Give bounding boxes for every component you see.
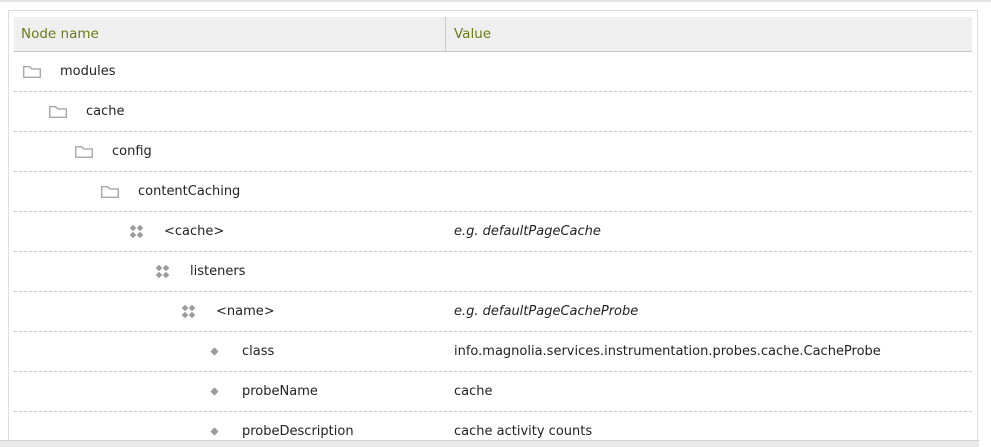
node-icon-slot (204, 427, 224, 436)
node-name-cell: class (14, 344, 446, 359)
node-icon-slot (48, 104, 68, 120)
column-header-node-name: Node name (14, 17, 446, 51)
column-header-value: Value (446, 17, 972, 51)
node-name: config (112, 144, 152, 159)
tree-row[interactable]: <cache> e.g. defaultPageCache (14, 212, 972, 252)
node-name: <cache> (164, 224, 225, 239)
indent (14, 111, 48, 112)
node-name-cell: probeName (14, 384, 446, 399)
tree-row[interactable]: modules (14, 52, 972, 92)
node-name-cell: contentCaching (14, 184, 446, 200)
column-header-node-name-label: Node name (21, 26, 99, 42)
node-name: modules (60, 64, 116, 79)
node-name: probeName (242, 384, 318, 399)
node-value: e.g. defaultPageCacheProbe (454, 304, 639, 319)
horizontal-scrollbar[interactable] (0, 440, 979, 447)
tree-row[interactable]: cache (14, 92, 972, 132)
property-icon (209, 347, 219, 356)
indent (14, 391, 204, 392)
node-name-cell: <cache> (14, 224, 446, 239)
node-name: class (242, 344, 275, 359)
folder-icon (23, 65, 41, 78)
property-icon (209, 387, 219, 396)
node-name-cell: listeners (14, 264, 446, 279)
page-top-edge (0, 0, 991, 2)
node-icon-slot (74, 144, 94, 160)
tree-row[interactable]: probeDescription cache activity counts (14, 412, 972, 447)
content-node-icon (155, 264, 169, 279)
tree-table-header: Node name Value (14, 17, 972, 52)
node-name: contentCaching (138, 184, 241, 199)
node-icon-slot (100, 184, 120, 200)
tree-body: modules cache config contentCaching (14, 52, 972, 447)
node-name-cell: <name> (14, 304, 446, 319)
tree-row[interactable]: config (14, 132, 972, 172)
indent (14, 271, 152, 272)
property-icon (209, 427, 219, 436)
node-icon-slot (204, 387, 224, 396)
folder-icon (49, 105, 67, 118)
indent (14, 351, 204, 352)
node-value: e.g. defaultPageCache (454, 224, 601, 239)
indent (14, 311, 178, 312)
node-icon-slot (152, 264, 172, 279)
indent (14, 231, 126, 232)
content-node-icon (181, 304, 195, 319)
node-name-cell: cache (14, 104, 446, 120)
content-node-icon (129, 224, 143, 239)
node-value: cache (454, 384, 493, 399)
node-name: cache (86, 104, 125, 119)
node-icon-slot (178, 304, 198, 319)
folder-icon (101, 185, 119, 198)
tree-row[interactable]: <name> e.g. defaultPageCacheProbe (14, 292, 972, 332)
node-name-cell: probeDescription (14, 424, 446, 439)
node-name-cell: modules (14, 64, 446, 80)
tree-row[interactable]: listeners (14, 252, 972, 292)
tree-row[interactable]: class info.magnolia.services.instrumenta… (14, 332, 972, 372)
indent (14, 431, 204, 432)
folder-icon (75, 145, 93, 158)
node-value: info.magnolia.services.instrumentation.p… (454, 344, 881, 359)
tree-row[interactable]: contentCaching (14, 172, 972, 212)
node-name: probeDescription (242, 424, 354, 439)
node-name: <name> (216, 304, 275, 319)
indent (14, 191, 100, 192)
node-name: listeners (190, 264, 246, 279)
config-tree-panel: Node name Value modules cache config (8, 10, 978, 441)
tree-row[interactable]: probeName cache (14, 372, 972, 412)
node-icon-slot (126, 224, 146, 239)
indent (14, 151, 74, 152)
indent (14, 71, 22, 72)
node-name-cell: config (14, 144, 446, 160)
node-icon-slot (204, 347, 224, 356)
node-icon-slot (22, 64, 42, 80)
node-value: cache activity counts (454, 424, 593, 439)
column-header-value-label: Value (454, 26, 492, 42)
